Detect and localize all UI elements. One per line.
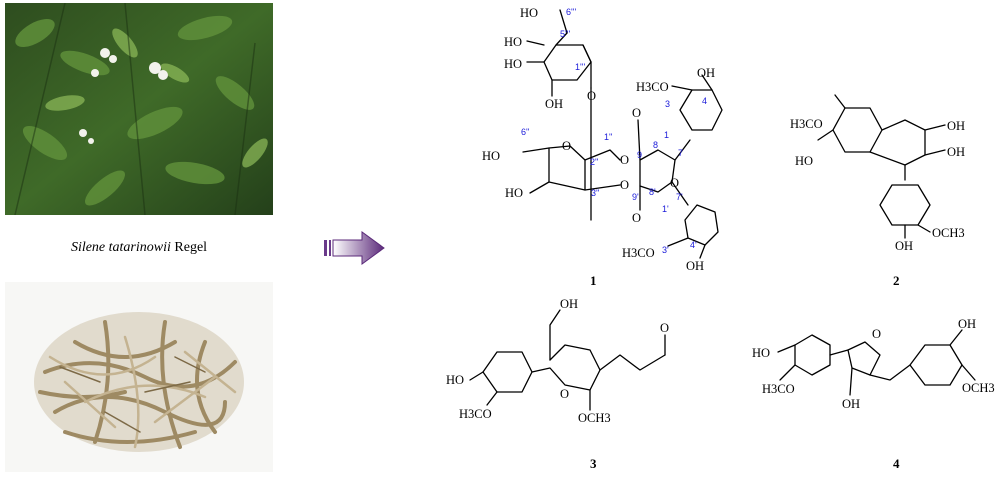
och3-4-label: OCH3 [962,381,995,395]
species-caption: Silene tatarinowii Regel [5,240,273,256]
roots-photo [5,282,273,472]
num-9: 9 [637,150,642,160]
structure-2-labels: H3CO HO OH OH OCH3 OH [790,117,965,253]
arrow-icon [322,231,386,265]
num-3p: 3' [662,245,669,255]
num-2pp: 2'' [590,157,599,167]
num-8: 8 [653,140,658,150]
ho-6pp-label: HO [482,149,500,163]
ho-3ppp-label: HO [504,57,522,71]
compound-id-1: 1 [590,273,597,288]
o-ester-1-label: O [620,153,629,167]
num-7p: 7' [676,192,683,202]
chemical-structures: HO HO HO OH O O HO HO O O O O O OH H3CO … [446,6,995,471]
num-1pp: 1'' [604,132,613,142]
o-furan-3-label: O [560,387,569,401]
o-carbonyl-2-label: O [632,211,641,225]
och3-3-label: OCH3 [578,411,611,425]
ho-4ppp-label: HO [504,35,522,49]
num-4p: 4' [690,240,697,250]
oh-2a-label: OH [947,119,965,133]
oh-4-label: OH [697,66,715,80]
species-name: Silene tatarinowii [70,240,171,255]
num-1ppp: 1''' [575,62,585,72]
ho-2-label: HO [795,154,813,168]
compound-id-3: 3 [590,456,597,471]
h3co-3-label-b: H3CO [459,407,492,421]
oh-2b-label: OH [947,145,965,159]
o-aldehyde-3-label: O [660,321,669,335]
structure-4-labels: HO H3CO O OH OH OCH3 [752,317,995,411]
o-furanose-label: O [562,139,571,153]
ho-4pp-label: HO [505,186,523,200]
o-glyco-label: O [587,89,596,103]
oh-4b-label: OH [958,317,976,331]
num-6ppp: 6''' [566,7,576,17]
num-8p: 8' [649,187,656,197]
oh-2c-label: OH [895,239,913,253]
h3co-2-label: H3CO [790,117,823,131]
h3co-4-label: H3CO [762,382,795,396]
oh-3a-label: OH [560,297,578,311]
structure-1-labels: HO HO HO OH O O HO HO O O O O O OH H3CO … [482,6,715,273]
ho-3-label: HO [446,373,464,387]
oh-6ppp-label: HO [520,6,538,20]
num-3pp: 3'' [591,188,600,198]
num-6pp: 6'' [521,127,530,137]
oh-2ppp-label: OH [545,97,563,111]
num-4: 4 [702,96,707,106]
och3-2-label: OCH3 [932,226,965,240]
num-5ppp: 5''' [560,29,570,39]
o-ester-2-label: O [620,178,629,192]
h3co-3-label: H3CO [636,80,669,94]
num-7: 7 [678,148,683,158]
o-thf-label: O [670,176,679,190]
structure-1-numbers: 6''' 5''' 1''' 6'' 1'' 2'' 3'' 1 3 4 7 8… [521,7,707,255]
num-9p: 9' [632,192,639,202]
oh-4p-label: OH [686,259,704,273]
num-1: 1 [664,130,669,140]
num-3: 3 [665,99,670,109]
plant-photo [5,3,273,215]
o-carbonyl-1-label: O [632,106,641,120]
species-author: Regel [170,240,208,255]
oh-4a-label: OH [842,397,860,411]
o-thf-4-label: O [872,327,881,341]
compound-id-2: 2 [893,273,900,288]
structure-3-labels: OH O HO H3CO O OCH3 [446,297,669,425]
ho-4-label: HO [752,346,770,360]
h3co-3p-label: H3CO [622,246,655,260]
compound-id-4: 4 [893,456,900,471]
num-1p: 1' [662,204,669,214]
